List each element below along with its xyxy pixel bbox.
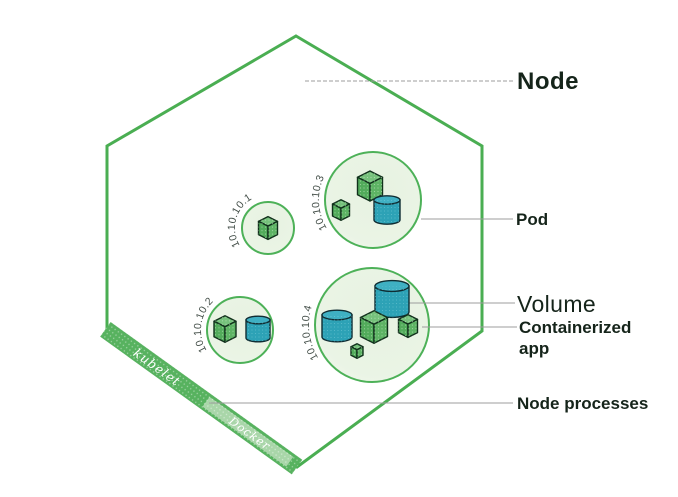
pod-circle — [206, 296, 274, 364]
node-processes-label: Node processes — [517, 394, 648, 413]
pod-items-layer — [213, 170, 419, 359]
node-hexagon — [105, 34, 484, 469]
containerized-app-label-line2: app — [519, 339, 549, 358]
volume-icon — [374, 279, 410, 319]
volume-label: Volume — [517, 291, 596, 317]
containerized-app-icon — [350, 343, 364, 359]
containerized-app-icon — [356, 170, 384, 202]
containerized-app-icon — [331, 199, 351, 221]
volume-icon — [321, 309, 353, 343]
leader-lines — [209, 80, 517, 404]
containerized-app-icon — [257, 215, 279, 241]
node-label: Node — [517, 68, 579, 95]
containerized-app-icon — [397, 313, 419, 339]
volume-icon — [245, 315, 271, 343]
volume-icon — [373, 195, 401, 225]
containerized-app-label-line1: Containerized — [519, 318, 631, 337]
docker-band-texture — [202, 396, 294, 467]
pod-label: Pod — [516, 210, 548, 229]
containerized-app-icon — [359, 310, 389, 344]
containerized-app-icon — [213, 315, 237, 343]
